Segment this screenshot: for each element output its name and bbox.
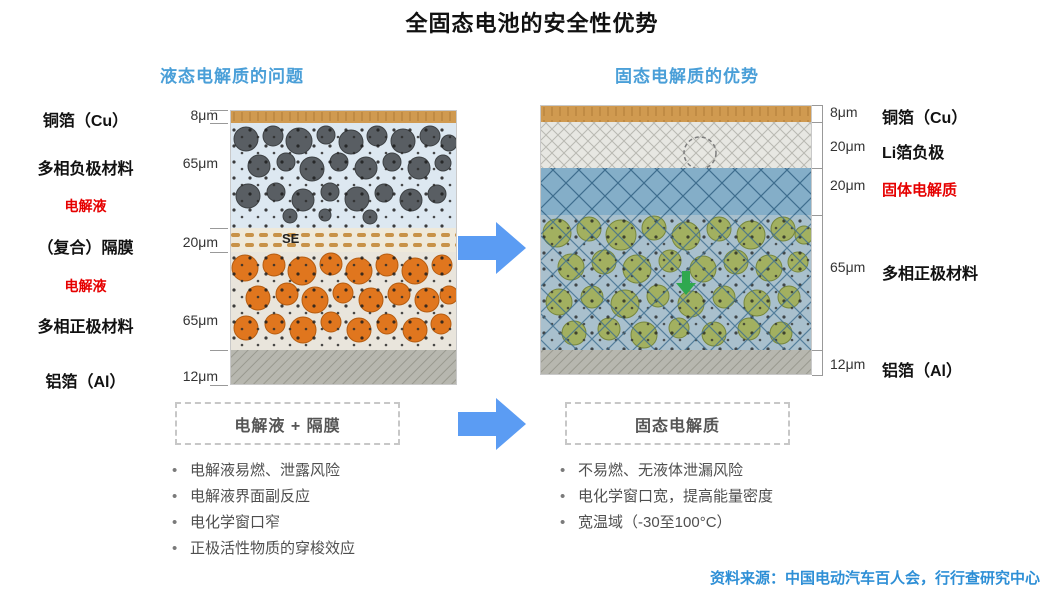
thickness-right-solid-electrolyte: 20μm: [830, 177, 866, 193]
data-source-note: 资料来源：中国电动汽车百人会，行行查研究中心: [709, 570, 1040, 587]
tick-mark: [210, 123, 228, 124]
copper-foil-layer: [230, 110, 457, 123]
label-left-anode-material: 多相负极材料: [37, 161, 134, 178]
thickness-left-cathode: 65μm: [182, 312, 218, 328]
tick-mark: [210, 110, 228, 111]
right-bullet-list: 不易燃、无液体泄漏风险 电化学窗口宽，提高能量密度 宽温域（-30至100°C）: [560, 458, 773, 536]
bullet-text: 正极活性物质的穿梭效应: [190, 540, 356, 557]
list-item: 不易燃、无液体泄漏风险: [560, 458, 773, 484]
scale-line: [822, 105, 823, 376]
label-right-cathode-material: 多相正极材料: [882, 266, 979, 283]
right-summary-label: 固态电解质: [634, 417, 720, 435]
separator-dashes: [230, 230, 457, 250]
thickness-left-al: 12μm: [182, 368, 218, 384]
cathode-hatch-overlay: [540, 215, 812, 350]
aluminum-foil-layer: [540, 350, 812, 375]
label-right-li-anode: Li箔负极: [882, 145, 945, 162]
copper-foil-layer: [540, 105, 812, 122]
left-summary-box: 电解液 + 隔膜: [175, 402, 400, 445]
label-right-aluminum-foil: 铝箔（Al）: [882, 363, 963, 380]
list-item: 电化学窗口宽，提高能量密度: [560, 484, 773, 510]
tick-mark: [210, 385, 228, 386]
list-item: 电解液界面副反应: [172, 484, 355, 510]
list-item: 宽温域（-30至100°C）: [560, 510, 773, 536]
solid-electrolyte-hatch: [540, 168, 812, 215]
right-arrow-top: [458, 222, 526, 274]
label-left-cathode-material: 多相正极材料: [37, 319, 134, 336]
tick-mark: [812, 375, 823, 376]
tick-mark: [812, 350, 823, 351]
anode-conductive-dots: [230, 123, 457, 228]
thickness-left-anode: 65μm: [182, 155, 218, 171]
thickness-left-separator: 20μm: [182, 234, 218, 250]
label-left-aluminum-foil: 铝箔（Al）: [45, 374, 126, 391]
green-down-arrow-icon: [676, 271, 696, 295]
thickness-right-li-anode: 20μm: [830, 138, 866, 154]
bullet-text: 不易燃、无液体泄漏风险: [578, 462, 744, 479]
list-item: 电解液易燃、泄露风险: [172, 458, 355, 484]
label-right-copper-foil: 铜箔（Cu）: [882, 110, 968, 127]
tick-mark: [210, 350, 228, 351]
bullet-text: 电解液易燃、泄露风险: [190, 462, 341, 479]
left-summary-label: 电解液 + 隔膜: [234, 417, 341, 435]
tick-mark: [812, 215, 823, 216]
li-foil-anode-layer: [540, 122, 812, 168]
right-arrow-bottom: [458, 398, 526, 450]
bullet-text: 宽温域（-30至100°C）: [578, 514, 732, 531]
bullet-text: 电化学窗口宽，提高能量密度: [578, 488, 774, 505]
label-right-solid-electrolyte: 固体电解质: [882, 182, 958, 199]
thickness-right-cathode: 65μm: [830, 259, 866, 275]
thickness-left-cu: 8μm: [190, 107, 218, 123]
thickness-right-cu: 8μm: [830, 104, 858, 120]
tick-mark: [812, 105, 823, 106]
left-bullet-list: 电解液易燃、泄露风险 电解液界面副反应 电化学窗口窄 正极活性物质的穿梭效应: [172, 458, 355, 562]
thickness-right-al: 12μm: [830, 356, 866, 372]
image-border: [540, 105, 812, 375]
se-label: SE: [282, 231, 300, 246]
label-left-separator: （复合）隔膜: [37, 240, 134, 257]
cathode-conductive-dots: [230, 252, 457, 350]
solid-state-battery-cross-section: [540, 105, 812, 375]
image-border: [230, 110, 457, 385]
label-left-electrolyte-2: 电解液: [64, 278, 107, 294]
bullet-text: 电解液界面副反应: [190, 488, 311, 505]
tick-mark: [812, 168, 823, 169]
page-title: 全固态电池的安全性优势: [405, 11, 659, 36]
label-left-electrolyte-1: 电解液: [64, 198, 107, 214]
aluminum-foil-layer: [230, 350, 457, 385]
tick-mark: [812, 122, 823, 123]
right-column-heading: 固态电解质的优势: [615, 67, 759, 86]
right-summary-box: 固态电解质: [565, 402, 790, 445]
liquid-battery-cross-section: SE: [230, 110, 457, 385]
list-item: 正极活性物质的穿梭效应: [172, 536, 355, 562]
label-left-copper-foil: 铜箔（Cu）: [42, 113, 129, 130]
left-column-heading: 液态电解质的问题: [160, 67, 304, 86]
tick-mark: [210, 228, 228, 229]
tick-mark: [210, 252, 228, 253]
list-item: 电化学窗口窄: [172, 510, 355, 536]
bullet-text: 电化学窗口窄: [190, 514, 281, 531]
